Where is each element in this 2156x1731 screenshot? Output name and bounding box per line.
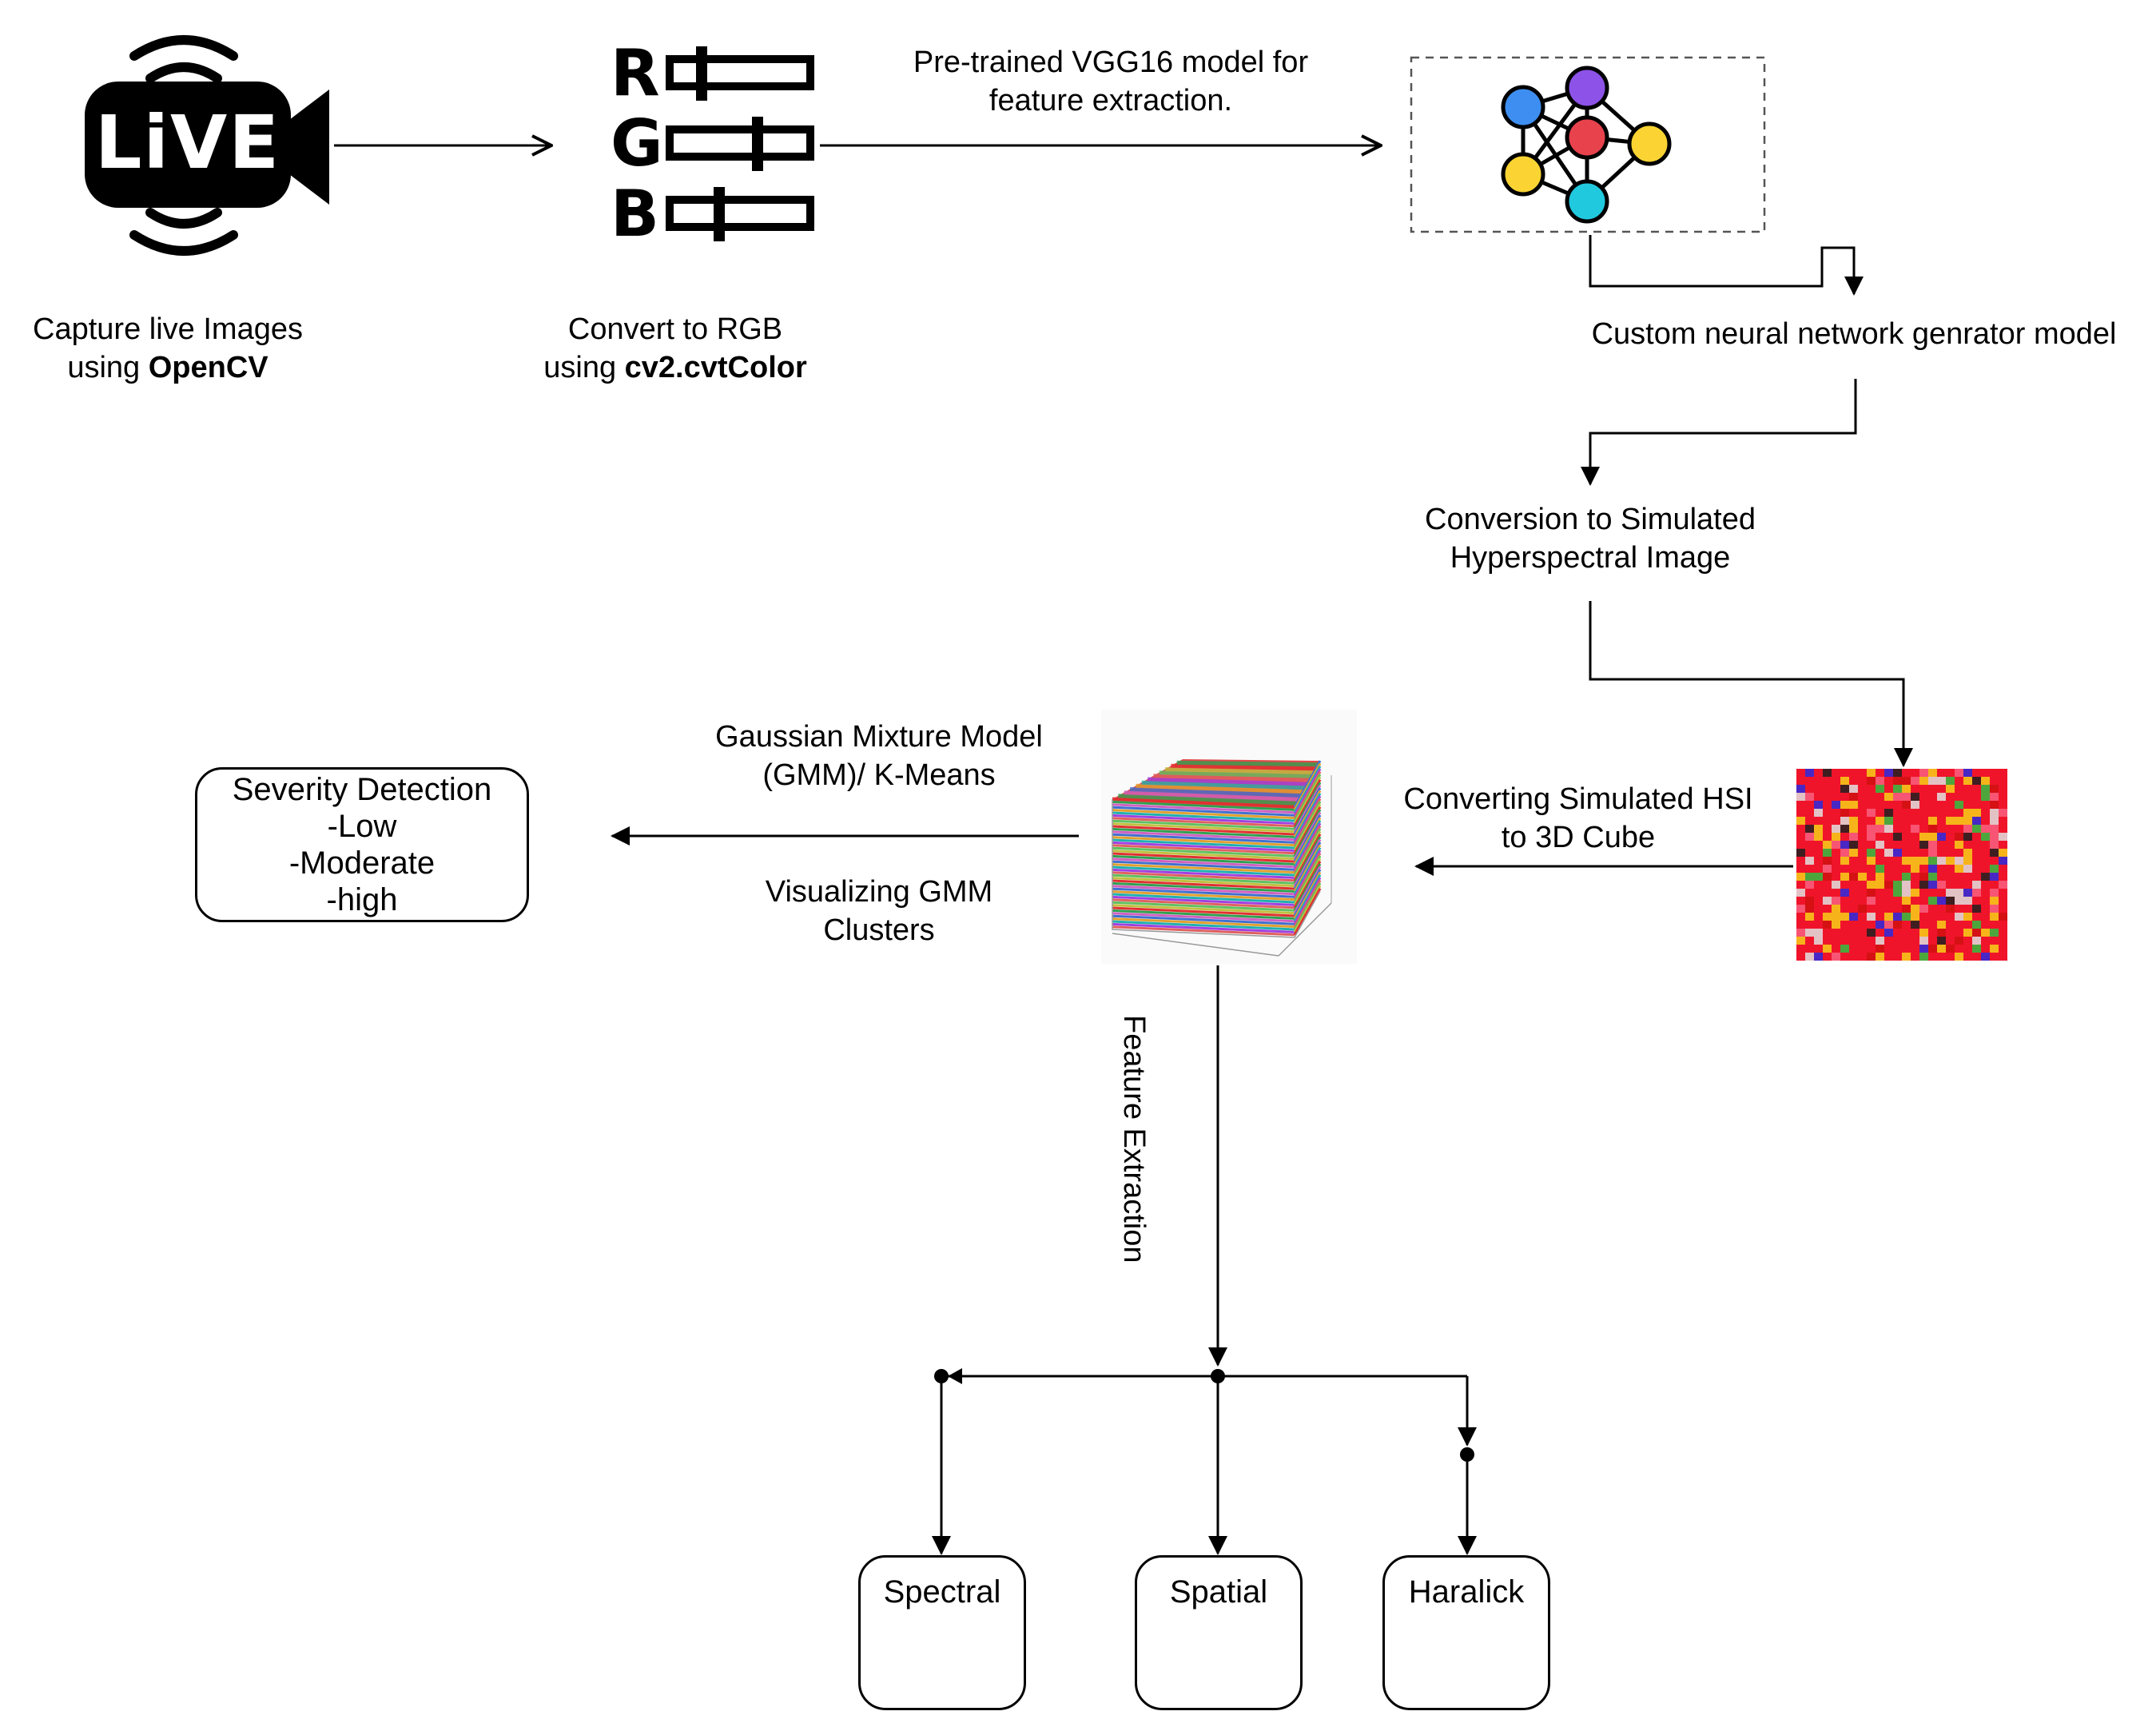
- branch-left-arrowhead: [948, 1368, 962, 1384]
- simulated-hsi-image: [1796, 769, 2007, 961]
- rgb-letter-g: G: [611, 106, 663, 181]
- gmm-label: Gaussian Mixture Model (GMM)/ K-Means: [655, 718, 1103, 794]
- severity-level-high: -high: [326, 882, 398, 917]
- capture-label: Capture live Images using OpenCV: [8, 310, 328, 387]
- arrow-vgg-to-generator: [1589, 235, 1864, 296]
- capture-line2-prefix: using: [67, 351, 149, 384]
- feature-extraction-label: Feature Extraction: [1117, 1015, 1151, 1263]
- visualize-line1: Visualizing GMM: [765, 875, 993, 909]
- neural-network-icon: [1501, 66, 1672, 224]
- arrow-generator-to-hsi: [1581, 379, 1857, 486]
- spatial-label: Spatial: [1169, 1574, 1268, 1610]
- haralick-box: Haralick: [1382, 1555, 1550, 1710]
- rgb-sliders-icon: [666, 46, 814, 241]
- convert-line2-bold: cv2.cvtColor: [624, 351, 807, 384]
- haralick-label: Haralick: [1408, 1574, 1525, 1610]
- severity-level-low: -Low: [327, 809, 397, 844]
- capture-line1: Capture live Images: [33, 312, 303, 346]
- capture-line2: using OpenCV: [8, 348, 328, 387]
- spectral-label: Spectral: [883, 1574, 1001, 1610]
- spectral-box: Spectral: [858, 1555, 1026, 1710]
- hsi-line1: Conversion to Simulated: [1425, 503, 1756, 536]
- severity-box: Severity Detection -Low -Moderate -high: [195, 767, 529, 922]
- capture-line2-bold: OpenCV: [148, 351, 269, 384]
- convert-line2: using cv2.cvtColor: [519, 348, 831, 387]
- rgb-letter-r: R: [611, 36, 660, 110]
- vgg-line1: Pre-trained VGG16 model for: [913, 46, 1309, 79]
- cube-line1: Converting Simulated HSI: [1403, 782, 1753, 816]
- live-icon-text: LiVE: [94, 100, 281, 185]
- generator-label: Custom neural network genrator model: [1591, 317, 2117, 351]
- vgg-line2: feature extraction.: [988, 84, 1233, 117]
- hsi-label: Conversion to Simulated Hyperspectral Im…: [1358, 500, 1822, 577]
- gmm-line1: Gaussian Mixture Model: [715, 720, 1043, 754]
- live-camera-icon: [85, 35, 329, 256]
- spatial-box: Spatial: [1135, 1555, 1303, 1710]
- vgg16-dashed-box: [1410, 56, 1766, 233]
- visualize-label: Visualizing GMM Clusters: [703, 873, 1055, 949]
- hsi-line2: Hyperspectral Image: [1450, 541, 1731, 575]
- convert-line1: Convert to RGB: [567, 312, 783, 346]
- severity-level-moderate: -Moderate: [288, 846, 436, 881]
- arrow-hsi-to-image: [1589, 601, 1913, 767]
- cube-line2: to 3D Cube: [1501, 821, 1656, 854]
- gmm-line2: (GMM)/ K-Means: [762, 758, 996, 792]
- convert-line2-prefix: using: [543, 351, 625, 384]
- vgg-label: Pre-trained VGG16 model for feature extr…: [863, 43, 1358, 120]
- visualize-line2: Clusters: [823, 913, 935, 947]
- rgb-letter-b: B: [611, 177, 659, 251]
- hsi-3d-cube-plot: [1101, 710, 1357, 964]
- severity-title: Severity Detection: [232, 772, 492, 807]
- convert-label: Convert to RGB using cv2.cvtColor: [519, 310, 831, 387]
- cube-label: Converting Simulated HSI to 3D Cube: [1350, 780, 1806, 857]
